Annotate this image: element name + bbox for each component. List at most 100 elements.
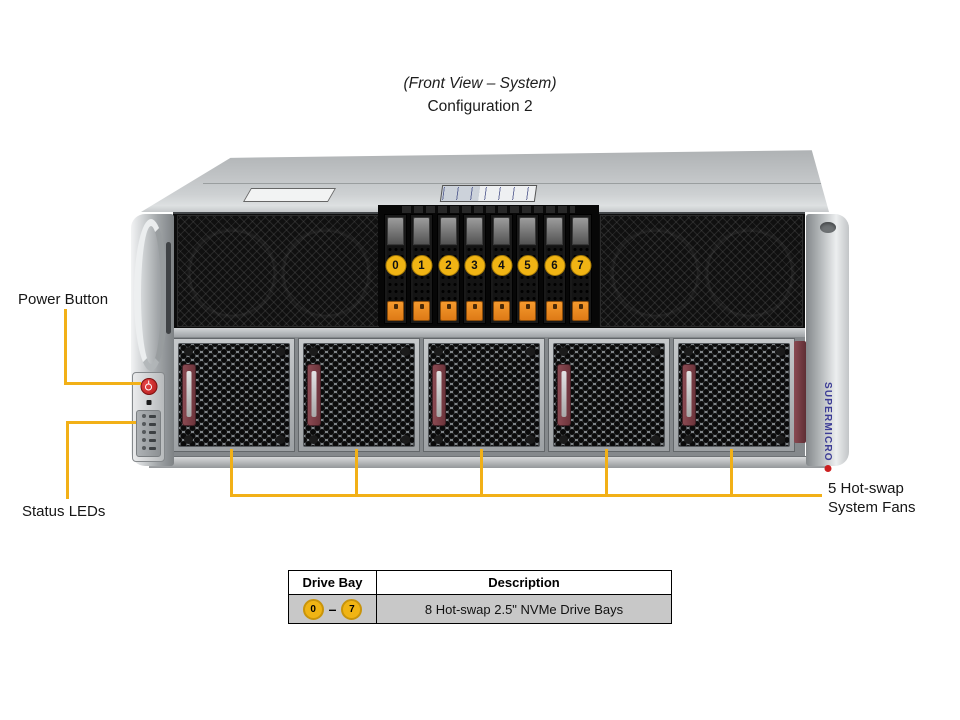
status-led: [142, 414, 156, 418]
system-fan: [548, 338, 670, 452]
edge-fan-handle: [794, 341, 806, 443]
drive-latch[interactable]: [519, 301, 536, 321]
fan-callout-line: [230, 494, 822, 497]
power-icon: [145, 383, 152, 391]
system-fans-label-line1: 5 Hot-swap: [828, 480, 904, 497]
fan-screws: [184, 347, 193, 356]
drive-latch[interactable]: [572, 301, 589, 321]
sled-handle: [413, 217, 430, 245]
leds-callout-line: [66, 421, 136, 424]
power-callout-line: [64, 382, 141, 385]
power-button-label: Power Button: [18, 291, 109, 308]
drive-bay-sled[interactable]: 3: [463, 214, 486, 324]
fan-callout-line: [355, 449, 358, 497]
drive-bay-sled[interactable]: 5: [516, 214, 539, 324]
drive-latch[interactable]: [440, 301, 457, 321]
drive-bay-badge: 6: [544, 255, 565, 276]
drive-latch[interactable]: [546, 301, 563, 321]
drive-bay-badge: 3: [464, 255, 485, 276]
fan-handle[interactable]: [307, 364, 321, 426]
fan-handle[interactable]: [432, 364, 446, 426]
cage-vent-strip: [402, 206, 575, 213]
fan-screws: [309, 347, 318, 356]
fan-callout-line: [730, 449, 733, 497]
reset-button[interactable]: [146, 400, 151, 405]
sled-handle: [546, 217, 563, 245]
fan-mesh: [303, 343, 415, 447]
status-led: [142, 430, 156, 434]
table-data-row: 0 – 7 8 Hot-swap 2.5" NVMe Drive Bays: [289, 595, 671, 623]
chassis-divider: [173, 328, 805, 337]
fan-callout-line: [480, 449, 483, 497]
table-cell-description: 8 Hot-swap 2.5" NVMe Drive Bays: [424, 601, 624, 617]
drive-bay-sled[interactable]: 4: [490, 214, 513, 324]
barcode-sticker: [439, 185, 538, 202]
status-led: [142, 446, 156, 450]
system-fans-label-line2: System Fans: [828, 499, 916, 516]
supermicro-logo: SUPERMICRO: [822, 382, 833, 472]
status-led: [142, 422, 156, 426]
figure-subtitle: Configuration 2: [427, 98, 533, 115]
status-led: [142, 438, 156, 442]
fan-handle[interactable]: [557, 364, 571, 426]
sled-handle: [519, 217, 536, 245]
drive-bay-sled[interactable]: 0: [384, 214, 407, 324]
drive-bay-sled[interactable]: 7: [569, 214, 592, 324]
system-fan: [673, 338, 795, 452]
figure-title: (Front View – System): [403, 75, 557, 92]
system-fan: [173, 338, 295, 452]
power-callout-line: [64, 309, 67, 385]
chassis-top-surface: [141, 150, 829, 212]
fan-handle[interactable]: [182, 364, 196, 426]
drive-latch[interactable]: [493, 301, 510, 321]
range-dash: –: [328, 601, 337, 617]
brand-text: SUPERMICRO: [822, 382, 833, 462]
drive-bay-badge: 2: [438, 255, 459, 276]
bay-start-badge: 0: [302, 598, 324, 620]
fan-mesh: [678, 343, 790, 447]
right-cooling-grille: [600, 215, 803, 327]
drive-bay-cage: 0 1 2 3 4 5 6 7: [378, 205, 599, 326]
status-led-panel: [136, 410, 161, 457]
fan-screws: [559, 347, 568, 356]
fan-mesh: [178, 343, 290, 447]
power-button[interactable]: [140, 378, 157, 395]
drive-bay-badge: 0: [385, 255, 406, 276]
drive-bay-badge: 4: [491, 255, 512, 276]
brand-dot-icon: [824, 464, 831, 472]
drive-bay-table: Drive Bay Description 0 – 7 8 Hot-swap 2…: [288, 570, 672, 624]
sled-handle: [493, 217, 510, 245]
drive-latch[interactable]: [466, 301, 483, 321]
drive-latch[interactable]: [413, 301, 430, 321]
front-control-panel: [132, 372, 165, 462]
drive-bay-badge: 7: [570, 255, 591, 276]
system-fan: [423, 338, 545, 452]
sled-handle: [466, 217, 483, 245]
bay-end-badge: 7: [341, 598, 363, 620]
sled-handle: [440, 217, 457, 245]
table-header-drive-bay: Drive Bay: [289, 571, 377, 594]
drive-bay-badge: 5: [517, 255, 538, 276]
sled-handle: [572, 217, 589, 245]
sled-handle: [387, 217, 404, 245]
drive-bay-sled[interactable]: 6: [543, 214, 566, 324]
system-fans-label: 5 Hot-swap System Fans: [828, 479, 916, 517]
fan-mesh: [428, 343, 540, 447]
fan-callout-line: [605, 449, 608, 497]
drive-bay-badge: 1: [411, 255, 432, 276]
drive-bay-sled[interactable]: 2: [437, 214, 460, 324]
table-header-description: Description: [488, 575, 560, 590]
ear-screw-hole: [819, 222, 836, 233]
table-cell-bay-range: 0 – 7: [289, 595, 377, 623]
table-header-row: Drive Bay Description: [289, 571, 671, 595]
drive-bay-sled[interactable]: 1: [410, 214, 433, 324]
right-rack-ear: SUPERMICRO: [806, 214, 849, 472]
status-leds-label: Status LEDs: [22, 503, 106, 520]
fan-screws: [434, 347, 443, 356]
fan-callout-line: [230, 449, 233, 497]
info-label-sticker: [242, 188, 337, 202]
fan-handle[interactable]: [682, 364, 696, 426]
leds-callout-line: [66, 421, 69, 499]
drive-latch[interactable]: [387, 301, 404, 321]
